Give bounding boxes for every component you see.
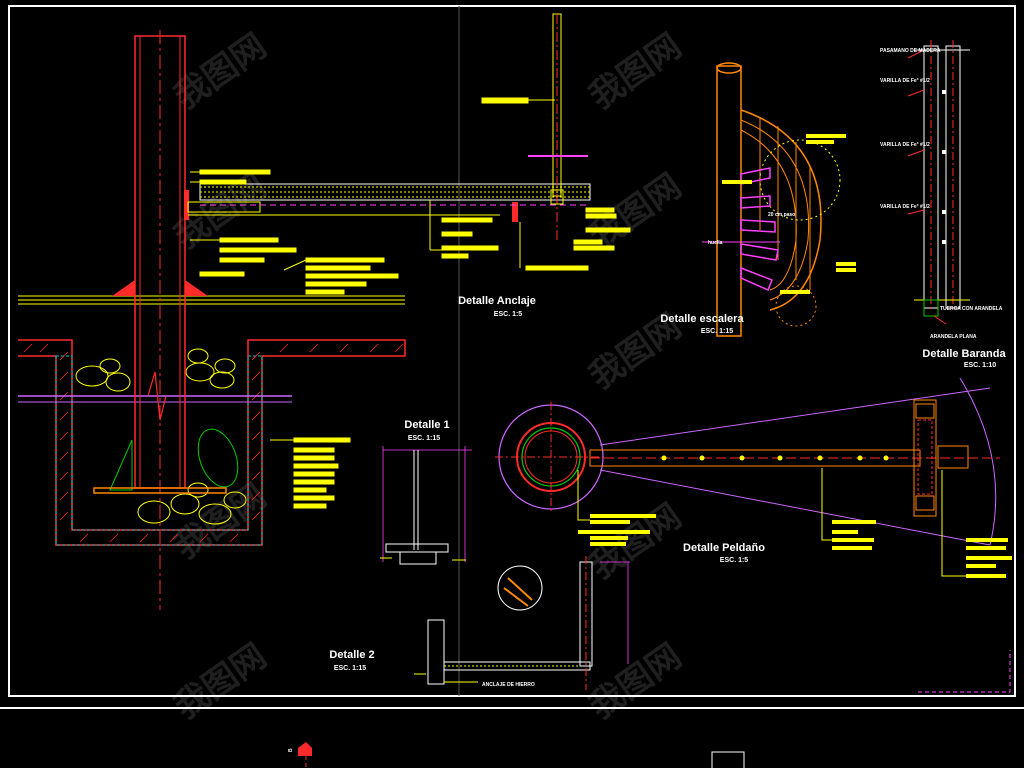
foundation-section <box>18 13 631 610</box>
watermark: 我图网 <box>167 476 273 567</box>
sheet-frame <box>0 5 1024 709</box>
detalle2-title: Detalle 2 <box>329 649 374 661</box>
peldano-title: Detalle Peldaño <box>683 542 765 554</box>
detalle2-scale: ESC. 1:15 <box>334 665 366 672</box>
next-sheet-partial: B <box>288 742 745 768</box>
anclaje-scale: ESC. 1:5 <box>494 311 523 318</box>
varilla1-label: VARILLA DE Fe° #1/2 <box>880 78 930 84</box>
tuerca-label: TUERCA CON ARANDELA <box>940 306 1003 312</box>
paso-label: 20 cm paso <box>768 212 795 218</box>
peldano-scale: ESC. 1:5 <box>720 557 749 564</box>
escalera-scale: ESC. 1:15 <box>701 328 733 335</box>
spiral-stair-detail: huella 20 cm paso <box>702 62 856 337</box>
watermark: 我图网 <box>582 636 688 727</box>
varilla2-label: VARILLA DE Fe° #1/2 <box>880 142 930 148</box>
detalle1-title: Detalle 1 <box>404 419 449 431</box>
watermark: 我图网 <box>582 496 688 587</box>
detalle1-scale: ESC. 1:15 <box>408 435 440 442</box>
pasamano-label: PASAMANO DE MADERA <box>880 48 941 54</box>
huella-label: huella <box>708 240 723 246</box>
varilla3-label: VARILLA DE Fe° #1/2 <box>880 204 930 210</box>
dim-b-label: B <box>288 748 294 752</box>
railing-detail <box>907 40 970 325</box>
watermark: 我图网 <box>582 26 688 117</box>
baranda-scale: ESC. 1:10 <box>964 362 996 369</box>
anclaje-title: Detalle Anclaje <box>458 295 536 307</box>
watermark: 我图网 <box>167 636 273 727</box>
detail-2 <box>414 556 630 690</box>
detail-1 <box>380 446 472 565</box>
watermark: 我图网 <box>167 26 273 117</box>
step-detail <box>495 377 1012 578</box>
arandela-label: ARANDELA PLANA <box>930 334 977 340</box>
escalera-title: Detalle escalera <box>660 313 744 325</box>
baranda-title: Detalle Baranda <box>922 348 1006 360</box>
anclaje-hierro-label: ANCLAJE DE HIERRO <box>482 682 535 688</box>
